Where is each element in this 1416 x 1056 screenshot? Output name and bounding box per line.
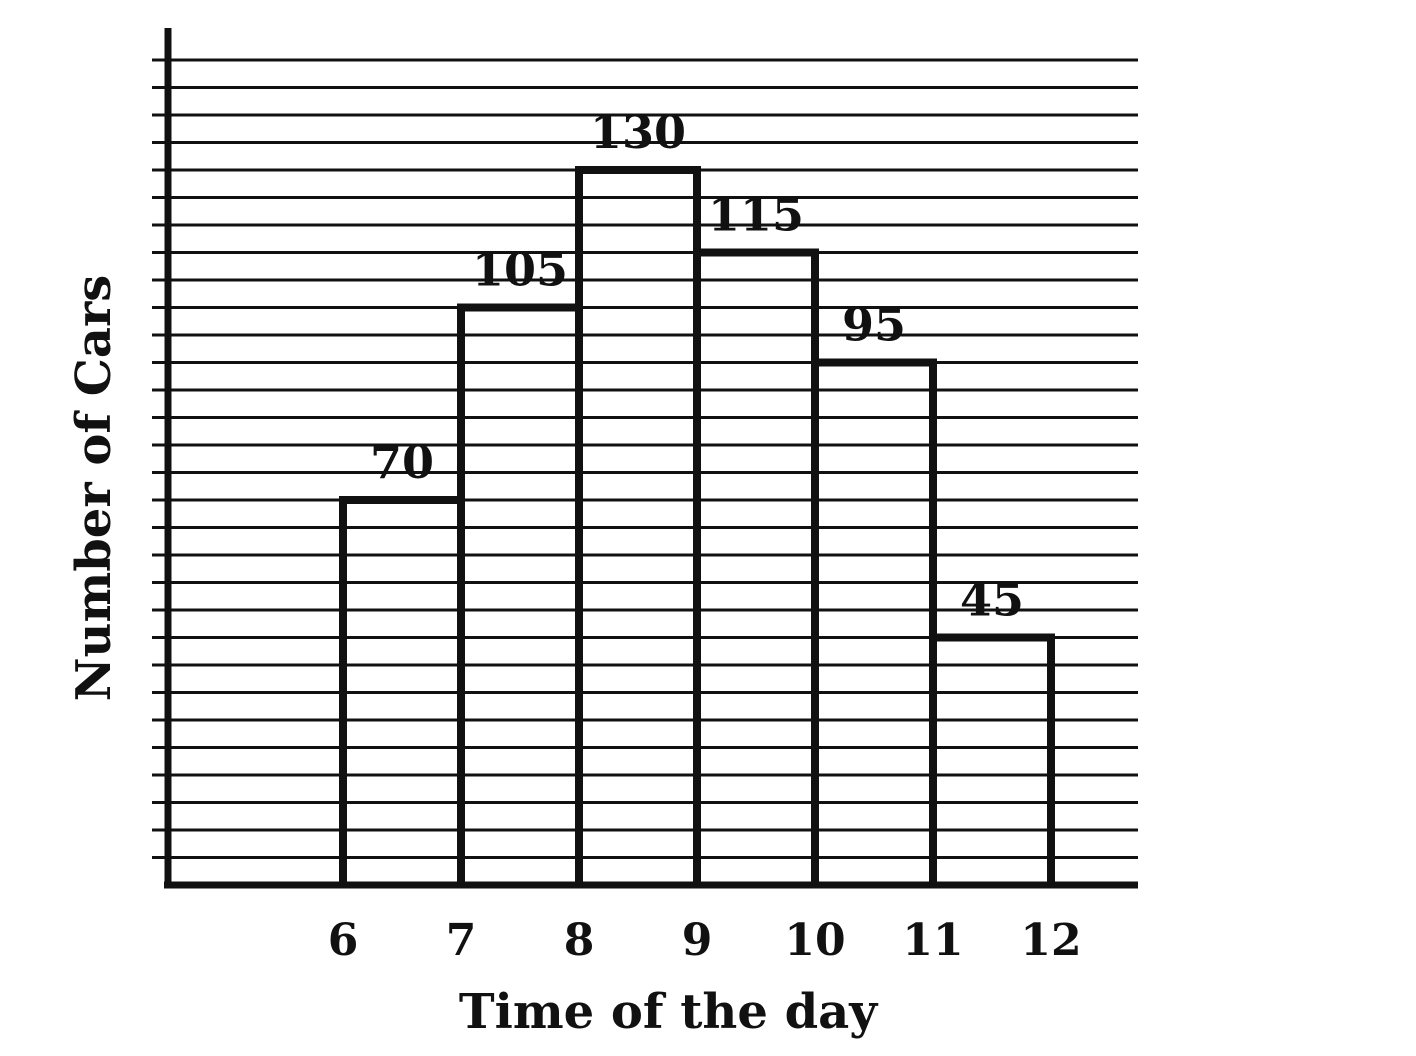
x-tick-label: 8 — [564, 915, 595, 966]
x-tick-label: 7 — [446, 915, 477, 966]
bar — [457, 303, 583, 885]
x-tick-label: 6 — [328, 915, 359, 966]
data-label: 70 — [370, 435, 434, 489]
x-tick-label: 12 — [1020, 915, 1081, 966]
data-label: 45 — [960, 573, 1024, 627]
gridlines — [168, 58, 1138, 859]
data-label: 95 — [842, 298, 906, 352]
x-tick-label: 10 — [784, 915, 845, 966]
data-label: 105 — [472, 243, 568, 297]
bar — [693, 248, 819, 885]
bar — [811, 358, 937, 885]
x-tick-label: 11 — [902, 915, 963, 966]
bars — [339, 166, 1055, 885]
y-axis-title: Number of Cars — [66, 275, 122, 702]
data-label: 115 — [708, 188, 804, 242]
x-axis-title: Time of the day — [459, 984, 879, 1040]
data-labels: 70 105 130 115 95 45 — [370, 105, 1024, 627]
x-tick-label: 9 — [682, 915, 713, 966]
x-tick-labels: 6 7 8 9 10 11 12 — [328, 915, 1082, 966]
bar — [929, 633, 1055, 885]
data-label: 130 — [590, 105, 686, 159]
